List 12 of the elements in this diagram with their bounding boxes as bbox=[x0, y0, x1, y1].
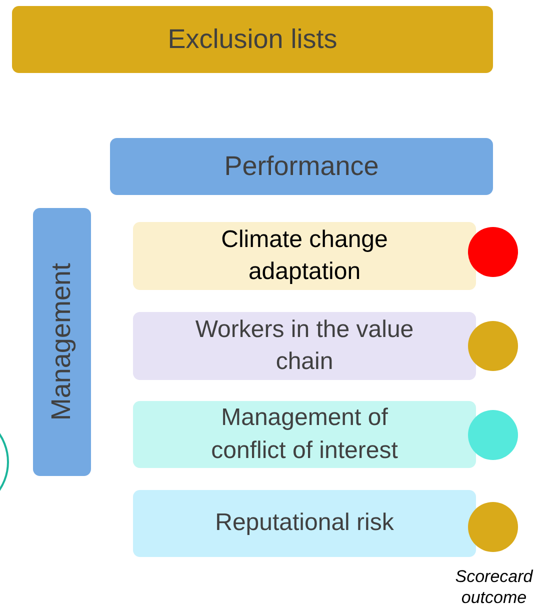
topic-box: Management of conflict of interest bbox=[133, 401, 476, 468]
note-text: Scorecard outcome bbox=[454, 566, 534, 608]
topic-box: Workers in the value chain bbox=[133, 312, 476, 380]
status-dot bbox=[468, 321, 518, 371]
status-dot bbox=[468, 410, 518, 460]
exclusion-banner: Exclusion lists bbox=[12, 6, 493, 73]
side-box: Management bbox=[33, 208, 91, 476]
status-dot bbox=[468, 227, 518, 277]
topic-box: Climate change adaptation bbox=[133, 222, 476, 290]
header-box: Performance bbox=[110, 138, 493, 195]
status-dot bbox=[468, 502, 518, 552]
topic-box: Reputational risk bbox=[133, 490, 476, 557]
